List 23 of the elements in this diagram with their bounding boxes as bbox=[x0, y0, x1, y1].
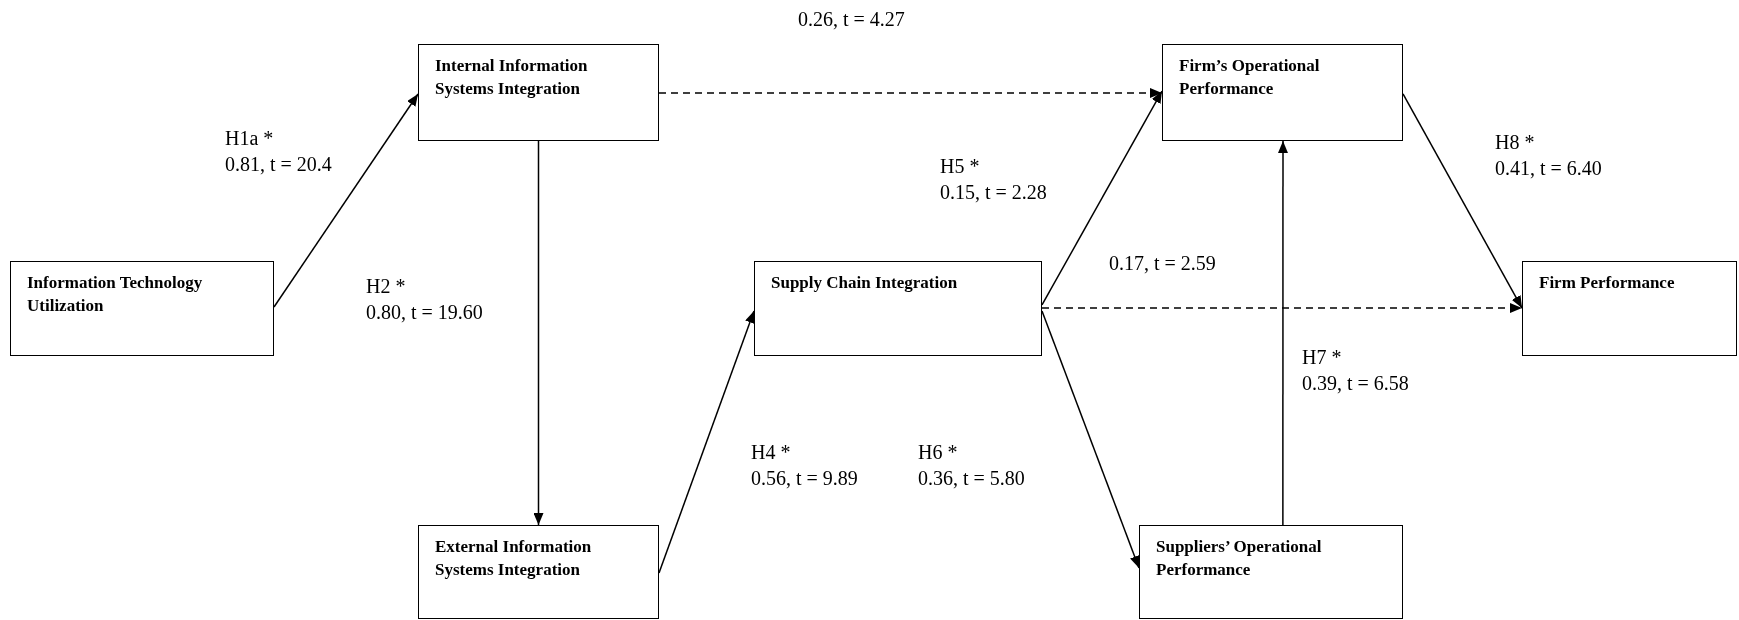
construct-name: Internal Information Systems Integration bbox=[435, 55, 589, 100]
construct-box bbox=[418, 525, 659, 619]
construct-box bbox=[754, 261, 1042, 356]
construct-box bbox=[418, 44, 659, 141]
construct-box bbox=[1162, 44, 1403, 141]
construct-name: External Information Systems Integration bbox=[435, 536, 593, 581]
arrow bbox=[1278, 140, 1288, 526]
construct-box bbox=[1522, 261, 1737, 356]
arrow bbox=[273, 93, 419, 308]
arrow bbox=[1041, 310, 1140, 569]
construct-name: Information Technology Utilization bbox=[27, 272, 204, 317]
construct-name: Supply Chain Integration bbox=[771, 272, 958, 294]
arrow bbox=[533, 140, 544, 526]
arrow bbox=[1041, 90, 1163, 306]
construct-box bbox=[1139, 525, 1403, 619]
construct-box bbox=[10, 261, 274, 356]
construct-name: Suppliers’ Operational Performance bbox=[1156, 536, 1323, 581]
arrow bbox=[658, 310, 755, 574]
construct-name: Firm Performance bbox=[1539, 272, 1675, 294]
construct-name: Firm’s Operational Performance bbox=[1179, 55, 1321, 100]
arrow bbox=[1402, 93, 1523, 309]
arrow bbox=[658, 88, 1163, 98]
arrow bbox=[1041, 303, 1523, 313]
